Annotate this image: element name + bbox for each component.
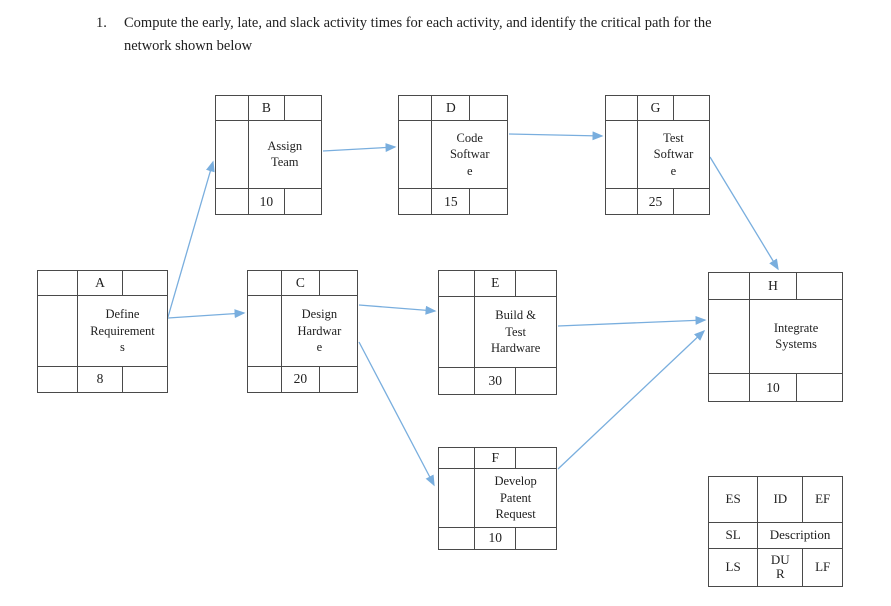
legend-ls-cell: LS [709, 548, 759, 586]
es-cell [248, 271, 282, 297]
ls-cell [38, 366, 78, 392]
ls-cell [248, 366, 282, 392]
description-cell: Build & Test Hardware [475, 297, 556, 369]
legend-es-cell: ES [709, 477, 759, 523]
description-cell: Define Requirement s [77, 296, 167, 367]
activity-id-cell: A [77, 271, 124, 297]
ls-cell [216, 189, 249, 214]
ls-cell [709, 374, 751, 401]
sl-cell [439, 296, 476, 369]
es-cell [216, 96, 249, 121]
activity-id-cell: D [432, 96, 471, 121]
ef-cell [123, 271, 167, 297]
problem-text: Compute the early, late, and slack activ… [124, 12, 836, 58]
arrow-D-to-G [508, 131, 604, 141]
arrow-A-to-B [167, 160, 215, 318]
ef-cell [673, 96, 709, 121]
es-cell [439, 271, 476, 297]
activity-id-cell: G [637, 96, 674, 121]
legend-id-cell: ID [758, 477, 804, 523]
ef-cell [516, 271, 556, 297]
ef-cell [319, 271, 357, 297]
duration-cell: 30 [475, 368, 517, 394]
sl-cell [399, 120, 433, 190]
duration-cell: 25 [638, 189, 674, 214]
lf-cell [516, 368, 556, 394]
sl-cell [606, 120, 638, 190]
es-cell [439, 448, 476, 470]
legend-ef-cell: EF [803, 477, 842, 523]
ef-cell [470, 96, 507, 121]
lf-cell [674, 189, 709, 214]
arrow-C-to-F [358, 341, 435, 487]
es-cell [709, 273, 751, 300]
ef-cell [516, 448, 556, 470]
problem-statement: 1. Compute the early, late, and slack ac… [96, 12, 836, 58]
sl-cell [439, 469, 476, 528]
description-cell: Code Softwar e [432, 121, 507, 190]
problem-number: 1. [96, 15, 107, 31]
lf-cell [285, 189, 321, 214]
duration-cell: 10 [750, 374, 797, 401]
problem-text-line2: network shown below [124, 38, 253, 54]
duration-cell: 10 [475, 527, 517, 549]
ef-cell [285, 96, 321, 121]
legend-dur-cell: DU R [758, 548, 804, 586]
ef-cell [796, 273, 842, 300]
lf-cell [470, 189, 507, 214]
activity-id-cell: E [475, 271, 517, 297]
arrow-E-to-H [557, 315, 707, 327]
duration-cell: 15 [432, 189, 471, 214]
arrow-C-to-E [358, 304, 437, 315]
sl-cell [38, 296, 78, 367]
description-cell: Develop Patent Request [475, 469, 556, 528]
description-cell: Integrate Systems [750, 300, 842, 375]
legend-key-box: ES ID EF SL Description LS DU R LF [708, 476, 843, 587]
ls-cell [439, 368, 476, 394]
description-cell: Design Hardwar e [281, 296, 357, 367]
es-cell [606, 96, 638, 121]
arrow-G-to-H [709, 156, 779, 271]
lf-cell [123, 367, 167, 392]
description-cell: Assign Team [248, 121, 321, 190]
duration-cell: 10 [249, 189, 286, 214]
legend-lf-cell: LF [815, 559, 831, 575]
activity-id-cell: H [750, 273, 797, 300]
sl-cell [248, 296, 282, 367]
description-cell: Test Softwar e [637, 121, 709, 190]
arrow-A-to-C [167, 309, 246, 319]
activity-id-cell: F [475, 448, 517, 470]
legend-description-cell: Description [758, 523, 842, 549]
duration-cell: 8 [78, 366, 124, 392]
problem-text-line1: Compute the early, late, and slack activ… [124, 15, 712, 31]
sl-cell [216, 120, 249, 190]
arrow-F-to-H [557, 329, 706, 470]
es-cell [38, 271, 78, 297]
duration-cell: 20 [282, 366, 320, 392]
es-cell [399, 96, 433, 121]
lf-cell [320, 367, 357, 392]
activity-id-cell: B [248, 96, 286, 121]
sl-cell [709, 299, 751, 375]
activity-id-cell: C [281, 271, 320, 297]
ls-cell [399, 189, 433, 214]
legend-sl-cell: SL [709, 522, 759, 549]
lf-cell [516, 528, 556, 549]
lf-cell [797, 374, 842, 401]
ls-cell [606, 189, 638, 214]
ls-cell [439, 527, 476, 549]
arrow-B-to-D [322, 143, 397, 153]
